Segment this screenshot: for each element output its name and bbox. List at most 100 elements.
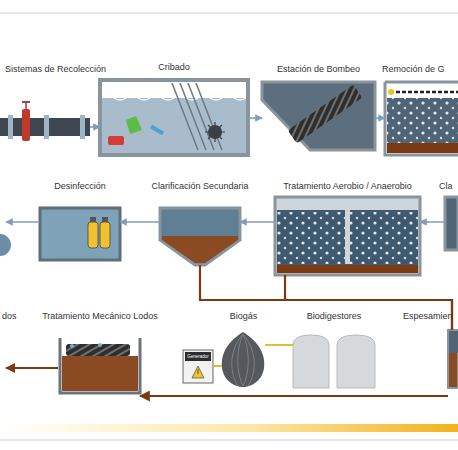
biogas-balloon-part	[222, 332, 265, 387]
disinfection-tank-part	[100, 222, 110, 248]
cut-title: dos	[2, 311, 17, 322]
flow-connector	[120, 221, 160, 223]
pumping-node: Estación de Bombeo	[262, 82, 375, 150]
thickener-cut-part	[449, 331, 458, 353]
collection-pipe-part	[80, 115, 85, 139]
digesters-part	[337, 335, 375, 388]
stage-title: Estación de Bombeo	[277, 64, 360, 75]
stage-title: Clarificación Secundaria	[151, 181, 248, 192]
digesters-part	[293, 335, 329, 388]
thickener-node: Espesamien	[448, 330, 458, 400]
collection-pipe-part	[8, 115, 13, 139]
stage-title: Remoción de G	[382, 64, 445, 75]
screening-tank-part	[205, 122, 225, 142]
primary-clarifier-node: Cla	[445, 197, 458, 250]
disinfection-tank-part	[90, 217, 96, 222]
screening-tank-part	[102, 98, 246, 153]
screening-node: Cribado	[100, 80, 248, 155]
frame	[0, 13, 458, 440]
stage-title: Desinfección	[54, 181, 106, 192]
generator-part	[185, 352, 211, 361]
biogas-balloon	[222, 332, 265, 387]
grit-removal-tank	[385, 82, 458, 155]
aerobic-tank-part	[275, 197, 420, 275]
grit-removal-tank-part	[387, 143, 458, 153]
flow-connector	[213, 365, 222, 367]
digesters	[293, 335, 375, 388]
disinfection-tank	[40, 208, 120, 260]
stage-title: Sistemas de Recolección	[5, 64, 106, 75]
thickener-cut	[448, 330, 458, 388]
collection-pipe-part	[44, 115, 49, 139]
generator-part	[192, 366, 204, 378]
screening-tank-part	[108, 136, 124, 145]
display-text: Generador	[187, 354, 209, 360]
biogas-balloon-part	[232, 334, 254, 386]
generator-part	[198, 369, 199, 374]
screening-tank-part	[180, 83, 206, 150]
frame-part	[0, 440, 458, 441]
clarifier-node: Clarificación Secundaria	[160, 208, 240, 265]
frame-part	[0, 13, 458, 14]
secondary-clarifier	[160, 208, 240, 265]
collection-pipe-part	[22, 101, 30, 103]
screening-tank-part	[150, 125, 164, 135]
generator-node: Generador	[183, 350, 213, 383]
sludge-press-part	[98, 343, 102, 347]
secondary-clarifier-part	[160, 208, 240, 265]
aerobic-tank-part	[345, 202, 350, 264]
outlet-arrows-part	[6, 221, 38, 223]
grit-removal-tank-part	[387, 98, 458, 143]
stage-title: Tratamiento Mecánico Lodos	[42, 311, 158, 322]
stage-title: Cribado	[158, 62, 190, 73]
pumping-station	[262, 82, 375, 150]
grit-node: Remoción de G	[385, 82, 458, 155]
digester-node: Biodigestores	[293, 328, 375, 390]
flow-connector	[265, 344, 293, 346]
flow-connector	[90, 126, 100, 128]
screening-tank-part	[100, 80, 248, 155]
biogas-node: Biogás	[222, 332, 265, 387]
collection-node: Sistemas de Recolección	[0, 108, 90, 142]
stage-title: Tratamiento Aerobio / Anaerobio	[283, 181, 412, 192]
screening-tank-part	[196, 83, 222, 150]
disinfection-tank-part	[102, 217, 108, 222]
sludge-press-part	[66, 344, 130, 356]
screening-tank-part	[172, 83, 198, 150]
aerobic-tank-part	[277, 265, 418, 273]
screening-tank-part	[188, 83, 214, 150]
sludge-press-part	[60, 338, 140, 393]
pumping-station-part	[262, 82, 375, 150]
sludge-press-part	[116, 340, 119, 343]
disinfection-node: Desinfección	[40, 208, 120, 260]
grit-removal-tank-part	[385, 82, 458, 155]
grit-removal-tank-part	[385, 81, 458, 84]
secondary-clarifier-part	[162, 236, 238, 263]
collection-pipe	[0, 102, 90, 141]
flow-connector	[240, 221, 275, 223]
flow-connector	[420, 221, 445, 223]
collection-pipe-part	[25, 102, 27, 109]
sludge-press-part	[70, 344, 74, 348]
screening-tank-part	[102, 96, 246, 100]
outlet-arrows-part	[6, 367, 58, 369]
grit-removal-tank-part	[390, 91, 458, 94]
collection-pipe-part	[22, 109, 30, 141]
primary-clarifier-cut	[445, 197, 458, 250]
disinfection-tank-part	[88, 222, 98, 248]
sludge-press	[60, 338, 140, 393]
pumping-station-part	[288, 85, 363, 144]
grit-removal-tank-part	[387, 98, 458, 153]
screening-tank-part	[126, 116, 142, 134]
generator	[183, 350, 213, 383]
sludge-press-part	[62, 356, 138, 391]
primary-clarifier-cut-part	[445, 197, 458, 250]
aerobic-node: Tratamiento Aerobio / Anaerobio	[275, 197, 420, 275]
outlet-arrows-part	[0, 234, 11, 256]
flow-connector	[248, 117, 262, 119]
stage-title: Biodigestores	[307, 311, 362, 322]
flow-connector	[140, 395, 448, 397]
generator-part	[183, 350, 213, 383]
